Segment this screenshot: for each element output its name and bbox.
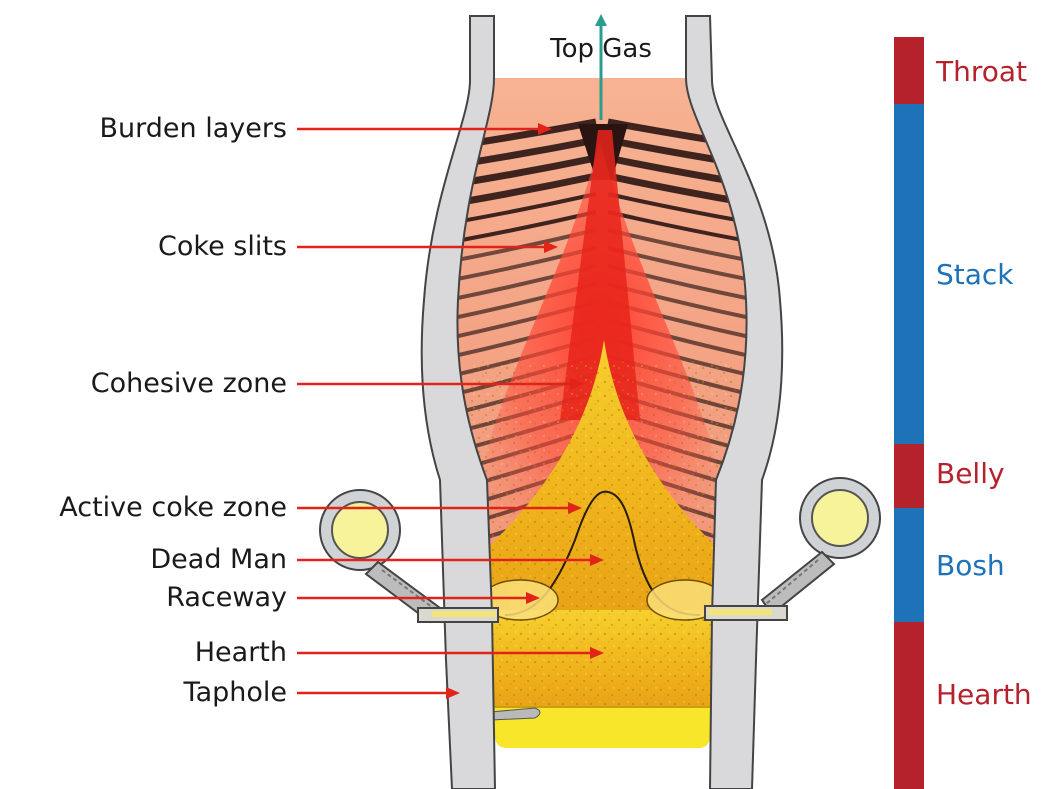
- label-taphole-text: Taphole: [183, 677, 287, 708]
- label-burden-layers-text: Burden layers: [99, 113, 287, 144]
- label-dead-man-text: Dead Man: [150, 544, 287, 575]
- zone-label-belly: Belly: [936, 457, 1005, 490]
- label-raceway-text: Raceway: [166, 582, 287, 613]
- top-gas-label: Top Gas: [549, 34, 652, 64]
- zone-label-bosh: Bosh: [936, 549, 1005, 582]
- label-taphole: Taphole: [183, 677, 460, 708]
- zone-bar-throat: [894, 37, 924, 104]
- zone-label-throat: Throat: [935, 55, 1027, 88]
- zone-label-hearth: Hearth: [936, 678, 1032, 711]
- zone-labels: Throat Stack Belly Bosh Hearth: [935, 55, 1032, 711]
- label-hearth-text: Hearth: [195, 637, 287, 668]
- zone-bar-hearth: [894, 622, 924, 789]
- label-active-coke-zone-text: Active coke zone: [59, 492, 287, 523]
- zone-bar-bosh: [894, 508, 924, 622]
- zone-bar-stack: [894, 104, 924, 444]
- zone-bar: [894, 37, 924, 789]
- label-coke-slits-text: Coke slits: [158, 231, 287, 262]
- zone-bar-belly: [894, 444, 924, 508]
- zone-label-stack: Stack: [936, 258, 1014, 291]
- label-cohesive-zone-text: Cohesive zone: [91, 368, 287, 399]
